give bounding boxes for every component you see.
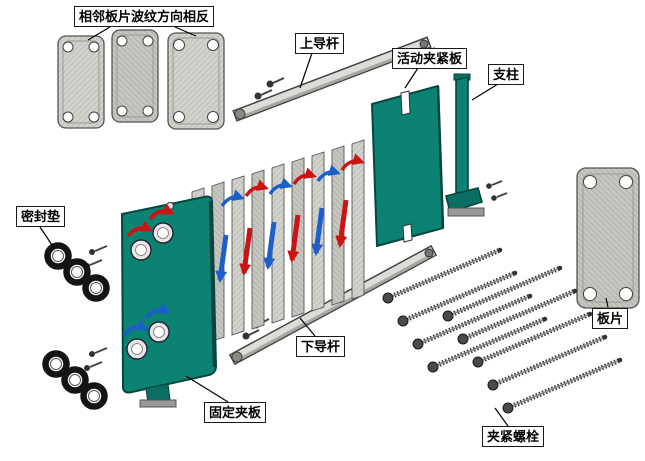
label-fixed-clamping-plate: 固定夹板 — [204, 402, 267, 423]
leader-lines — [39, 26, 609, 427]
label-clamping-bolts: 夹紧螺栓 — [482, 426, 545, 447]
gasket-group-lower — [42, 350, 108, 410]
clamping-bolts — [382, 247, 623, 414]
sealing-gaskets — [42, 242, 110, 410]
sample-plate-1 — [57, 35, 105, 129]
label-support-column: 支柱 — [488, 64, 525, 85]
support-column — [445, 73, 508, 217]
label-lower-guide-rod: 下导杆 — [296, 336, 346, 357]
rod-screws-upper — [254, 77, 285, 100]
sample-plates-top — [57, 29, 225, 130]
label-plate: 板片 — [592, 308, 629, 329]
label-movable-clamping-plate: 活动夹紧板 — [392, 48, 468, 69]
sample-plate-3 — [167, 32, 225, 130]
sample-plate-2 — [111, 29, 159, 123]
fixed-clamping-plate — [84, 195, 217, 408]
sample-plate-right — [576, 167, 640, 309]
movable-clamping-plate — [371, 47, 445, 247]
flow-arrows — [215, 153, 365, 283]
label-upper-guide-rod: 上导杆 — [295, 33, 345, 54]
gasket-group-upper — [44, 242, 110, 302]
column-screws — [486, 180, 508, 201]
label-sealing-gasket: 密封垫 — [16, 206, 66, 227]
label-adjacent-plates: 相邻板片波纹方向相反 — [74, 6, 215, 27]
